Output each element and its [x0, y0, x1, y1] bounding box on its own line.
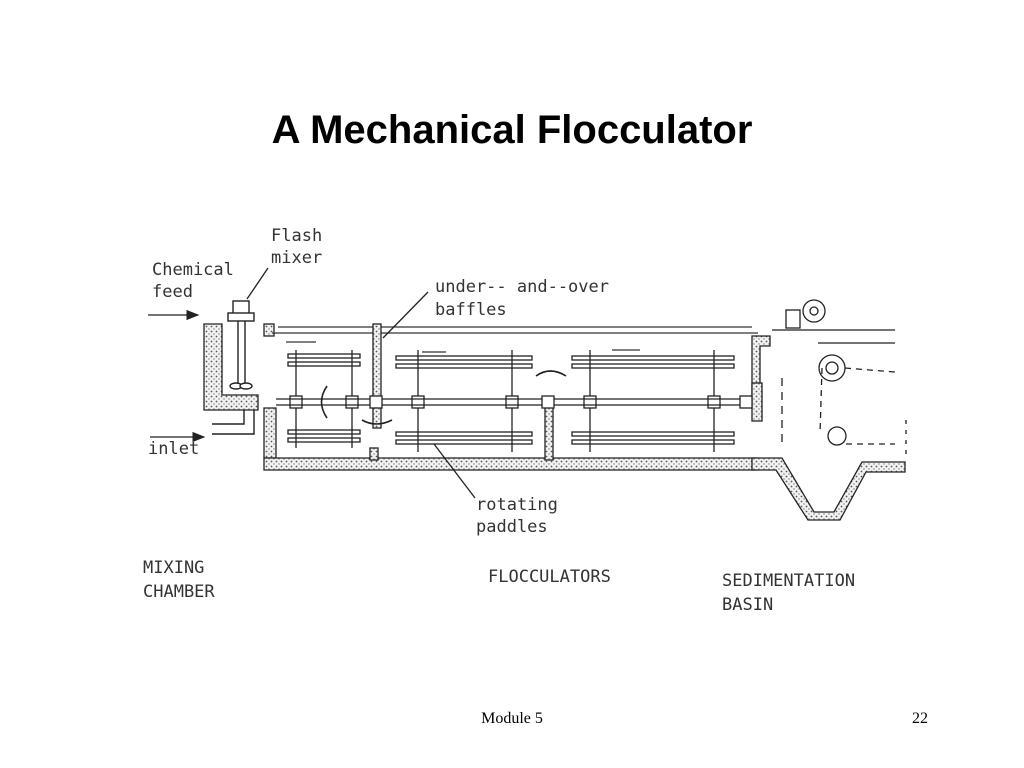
label-flash: Flash — [271, 226, 322, 246]
label-flocculators: FLOCCULATORS — [488, 567, 611, 587]
mixing-chamber-walls — [203, 323, 275, 411]
flow-indicators — [320, 370, 567, 425]
page-number: 22 — [912, 710, 928, 727]
label-paddles: paddles — [476, 517, 548, 537]
slide-title: A Mechanical Flocculator — [271, 108, 753, 152]
footer-module: Module 5 — [481, 710, 543, 727]
label-baffles: baffles — [435, 300, 507, 320]
inlet-pipe — [212, 410, 255, 435]
sludge-collector — [772, 299, 907, 456]
paddle-assembly-3 — [571, 350, 735, 452]
label-sedimentation: SEDIMENTATION — [722, 571, 855, 591]
paddle-assembly-2 — [395, 350, 533, 452]
drive-shaft — [276, 395, 753, 409]
label-mixing: MIXING — [143, 558, 204, 578]
flash-mixer — [227, 300, 255, 390]
label-chemical: Chemical — [152, 260, 234, 280]
label-under-and-over: under-- and--over — [435, 277, 609, 297]
leader-lines — [148, 267, 476, 499]
label-basin: BASIN — [722, 595, 773, 615]
label-inlet: inlet — [148, 439, 199, 459]
label-chamber: CHAMBER — [143, 582, 215, 602]
label-mixer: mixer — [271, 248, 322, 268]
water-surface — [272, 326, 758, 353]
label-feed: feed — [152, 282, 193, 302]
label-rotating: rotating — [476, 495, 558, 515]
